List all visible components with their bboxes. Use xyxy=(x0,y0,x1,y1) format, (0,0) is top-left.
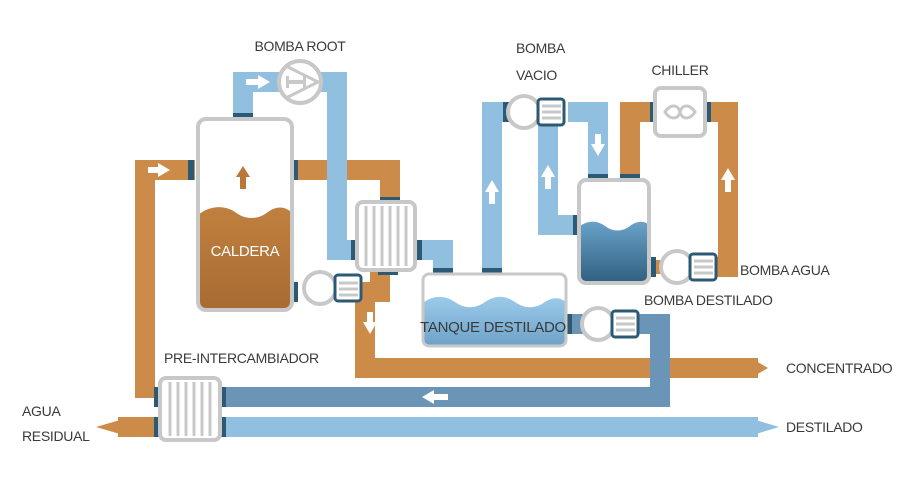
vacio-up-arrow-icon xyxy=(485,180,499,204)
concentrado-pipe xyxy=(355,284,758,378)
bomba-root-label: BOMBA ROOT xyxy=(254,38,346,54)
chiller-left-pipe xyxy=(620,102,655,178)
chiller-right-pipe xyxy=(706,102,738,277)
bomba-vacio-label-line2: VACIO xyxy=(516,67,557,83)
chiller-up-arrow-icon xyxy=(721,168,735,192)
pre-intercambiador-label: PRE-INTERCAMBIADOR xyxy=(164,350,319,366)
bomba-vacio-label-line1: BOMBA xyxy=(516,40,566,56)
pre-intercambiador[interactable] xyxy=(158,376,222,442)
bomba-root[interactable] xyxy=(277,59,323,105)
caldera-label: CALDERA xyxy=(211,243,280,260)
bomba-destilado-label: BOMBA DESTILADO xyxy=(644,292,773,308)
bomba-agua[interactable] xyxy=(659,249,718,285)
bomba-destilado[interactable] xyxy=(580,306,640,342)
chiller-tank-side-pipe xyxy=(538,112,578,235)
chiller-tank[interactable] xyxy=(577,178,651,285)
caldera-pump[interactable] xyxy=(302,270,363,306)
agua-residual-label-line1: AGUA xyxy=(22,403,61,419)
root-flow-arrow-icon xyxy=(246,75,270,89)
caldera-to-exchanger-pipe xyxy=(292,160,400,200)
agua-residual-label-line2: RESIDUAL xyxy=(22,428,90,444)
vacio-down-arrow-icon xyxy=(591,134,605,156)
bomba-agua-label: BOMBA AGUA xyxy=(740,262,831,278)
tanque-destilado[interactable]: TANQUE DESTILADO xyxy=(420,272,568,348)
vapor-root-outlet-pipe xyxy=(318,72,356,260)
caldera-up-arrow-icon xyxy=(236,166,250,189)
concentrado-down-arrow-icon xyxy=(363,312,377,334)
feed-pipe xyxy=(135,160,195,398)
destilado-label: DESTILADO xyxy=(786,419,863,435)
chiller-label: CHILLER xyxy=(651,62,708,78)
exchanger-bottom-pipe xyxy=(355,270,390,302)
chiller[interactable] xyxy=(653,86,707,138)
heat-exchanger[interactable] xyxy=(355,200,417,272)
exchanger-to-tank-pipe xyxy=(416,240,453,270)
caldera[interactable]: CALDERA xyxy=(196,117,294,312)
bomba-vacio[interactable] xyxy=(506,94,566,130)
feed-arrow-icon xyxy=(148,163,170,177)
destilado-return-arrow-icon xyxy=(422,390,448,404)
concentrado-arrow-icon xyxy=(756,361,768,375)
tanque-destilado-label: TANQUE DESTILADO xyxy=(420,319,566,336)
vapor-root-inlet-pipe xyxy=(233,72,282,118)
destilado-arrow-icon xyxy=(756,420,779,434)
vacio-side-up-arrow-icon xyxy=(541,165,555,189)
agua-residual-arrow-icon xyxy=(96,420,120,434)
concentrado-label: CONCENTRADO xyxy=(786,360,893,376)
